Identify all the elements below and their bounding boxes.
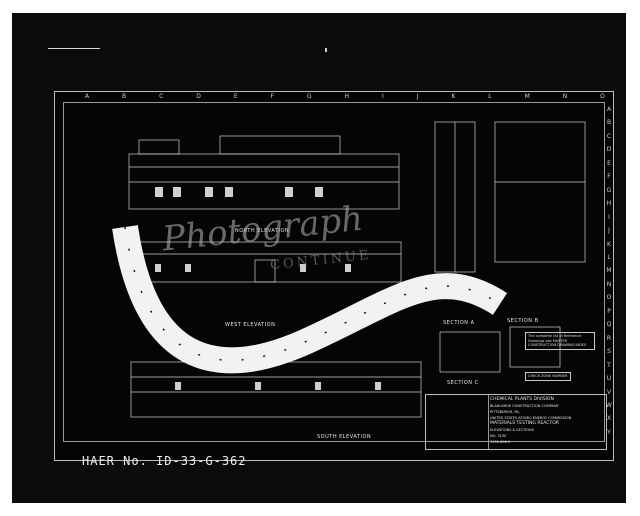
row-letter: I <box>608 213 610 221</box>
column-letter: B <box>122 93 127 100</box>
column-letter: K <box>451 93 456 100</box>
title-line-3: PITTSBURGH, PA. <box>490 410 520 414</box>
row-letter: B <box>606 119 612 127</box>
row-letter: E <box>607 159 611 167</box>
column-letter: G <box>306 93 312 100</box>
row-letter: P <box>607 307 611 315</box>
drawing-number: 3150-606-3 <box>490 440 511 444</box>
title-line-6: ELEVATIONS & SECTIONS <box>490 428 535 432</box>
north-elevation-label: NORTH ELEVATION <box>235 228 290 234</box>
column-letter: O <box>600 93 605 100</box>
column-letter: J <box>416 93 419 100</box>
row-letter: C <box>606 132 612 140</box>
row-letter: G <box>606 186 612 194</box>
column-letter: F <box>270 93 274 100</box>
top-mark <box>325 48 327 52</box>
title-block-text: CHEMICAL PLANTS DIVISION BLAW-KNOX CONST… <box>490 397 604 445</box>
column-letter: C <box>159 93 164 100</box>
title-line-1: CHEMICAL PLANTS DIVISION <box>490 397 554 402</box>
row-letter: U <box>606 375 612 383</box>
revision-grid <box>426 395 489 449</box>
title-line-5: MATERIALS TESTING REACTOR <box>490 421 559 426</box>
row-letter: N <box>606 280 612 288</box>
row-letter: Y <box>607 428 611 436</box>
drawing-border <box>63 102 605 442</box>
column-letters: A B C D E F G H I J K L M N O <box>85 93 605 102</box>
row-letter: X <box>606 415 612 423</box>
column-letter: E <box>233 93 238 100</box>
reference-note: The complete list of Reference Drawings … <box>525 332 595 350</box>
row-letter: J <box>608 227 610 235</box>
row-letter: D <box>606 146 612 154</box>
column-letter: A <box>85 93 90 100</box>
section-b-label: SECTION B <box>507 318 539 324</box>
row-letter: K <box>607 240 611 248</box>
row-letter: H <box>606 200 612 208</box>
title-block: CHEMICAL PLANTS DIVISION BLAW-KNOX CONST… <box>425 394 607 450</box>
row-letter: W <box>606 401 612 409</box>
row-letter: V <box>606 388 612 396</box>
row-letter: Q <box>606 321 612 329</box>
drawing-linework <box>112 121 586 418</box>
column-letter: L <box>488 93 492 100</box>
row-letter: T <box>607 361 611 369</box>
row-letter: M <box>606 267 612 275</box>
column-letter: N <box>562 93 568 100</box>
west-elevation-label: WEST ELEVATION <box>225 322 276 328</box>
row-letter: A <box>606 106 612 113</box>
row-letter: S <box>607 348 611 356</box>
top-rule <box>48 48 100 49</box>
title-line-4: UNITED STATES ATOMIC ENERGY COMMISSION <box>490 416 572 420</box>
column-letter: H <box>344 93 350 100</box>
job-number: NO. 3150 <box>490 434 507 438</box>
check-zone-box: CHECK ZONE NUMBER <box>525 372 571 381</box>
row-letter: R <box>606 334 612 342</box>
column-letter: D <box>196 93 201 100</box>
title-line-2: BLAW-KNOX CONSTRUCTION COMPANY <box>490 404 559 408</box>
row-letter: L <box>607 253 611 261</box>
row-letter: F <box>607 173 611 181</box>
column-letter: M <box>524 93 530 100</box>
column-letter: I <box>381 93 384 100</box>
row-letter: O <box>606 294 612 302</box>
section-c-label: SECTION C <box>447 380 479 386</box>
section-a-label: SECTION A <box>443 320 475 326</box>
haer-caption: HAER No. ID-33-G-362 <box>82 454 247 468</box>
south-elevation-label: SOUTH ELEVATION <box>317 434 372 440</box>
